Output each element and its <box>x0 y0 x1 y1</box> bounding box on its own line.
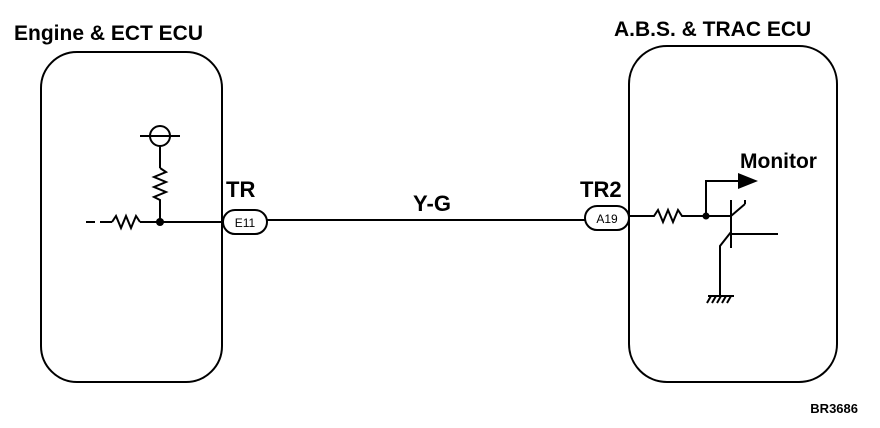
ground-icon <box>706 295 734 304</box>
engine-ect-ecu: Engine & ECT ECU <box>14 22 223 383</box>
engine-ect-ecu-box <box>40 51 223 383</box>
wire-color-label: Y-G <box>413 191 451 216</box>
terminal-e11-label: E11 <box>235 216 256 230</box>
base-resistor-icon <box>629 207 706 225</box>
input-resistor-icon <box>86 213 222 231</box>
abs-trac-ecu: A.B.S. & TRAC ECU Monitor <box>614 18 838 383</box>
connector-tr: TR E11 <box>222 177 268 235</box>
engine-ect-ecu-title: Engine & ECT ECU <box>14 22 203 45</box>
monitor-arrow-icon <box>738 173 758 189</box>
pin-label-tr: TR <box>226 177 255 202</box>
abs-trac-ecu-box <box>628 45 838 383</box>
connector-tr2: TR2 A19 <box>580 177 630 231</box>
terminal-a19-label: A19 <box>596 212 618 226</box>
pin-label-tr2: TR2 <box>580 177 622 202</box>
transistor-icon <box>706 200 778 296</box>
figure-code: BR3686 <box>810 401 858 416</box>
monitor-line <box>705 180 740 216</box>
abs-trac-ecu-title: A.B.S. & TRAC ECU <box>614 18 811 41</box>
monitor-label: Monitor <box>740 150 817 173</box>
terminal-e11-oval <box>222 209 268 235</box>
pull-up-resistor-icon <box>151 167 169 222</box>
voltage-source-icon <box>140 125 180 168</box>
